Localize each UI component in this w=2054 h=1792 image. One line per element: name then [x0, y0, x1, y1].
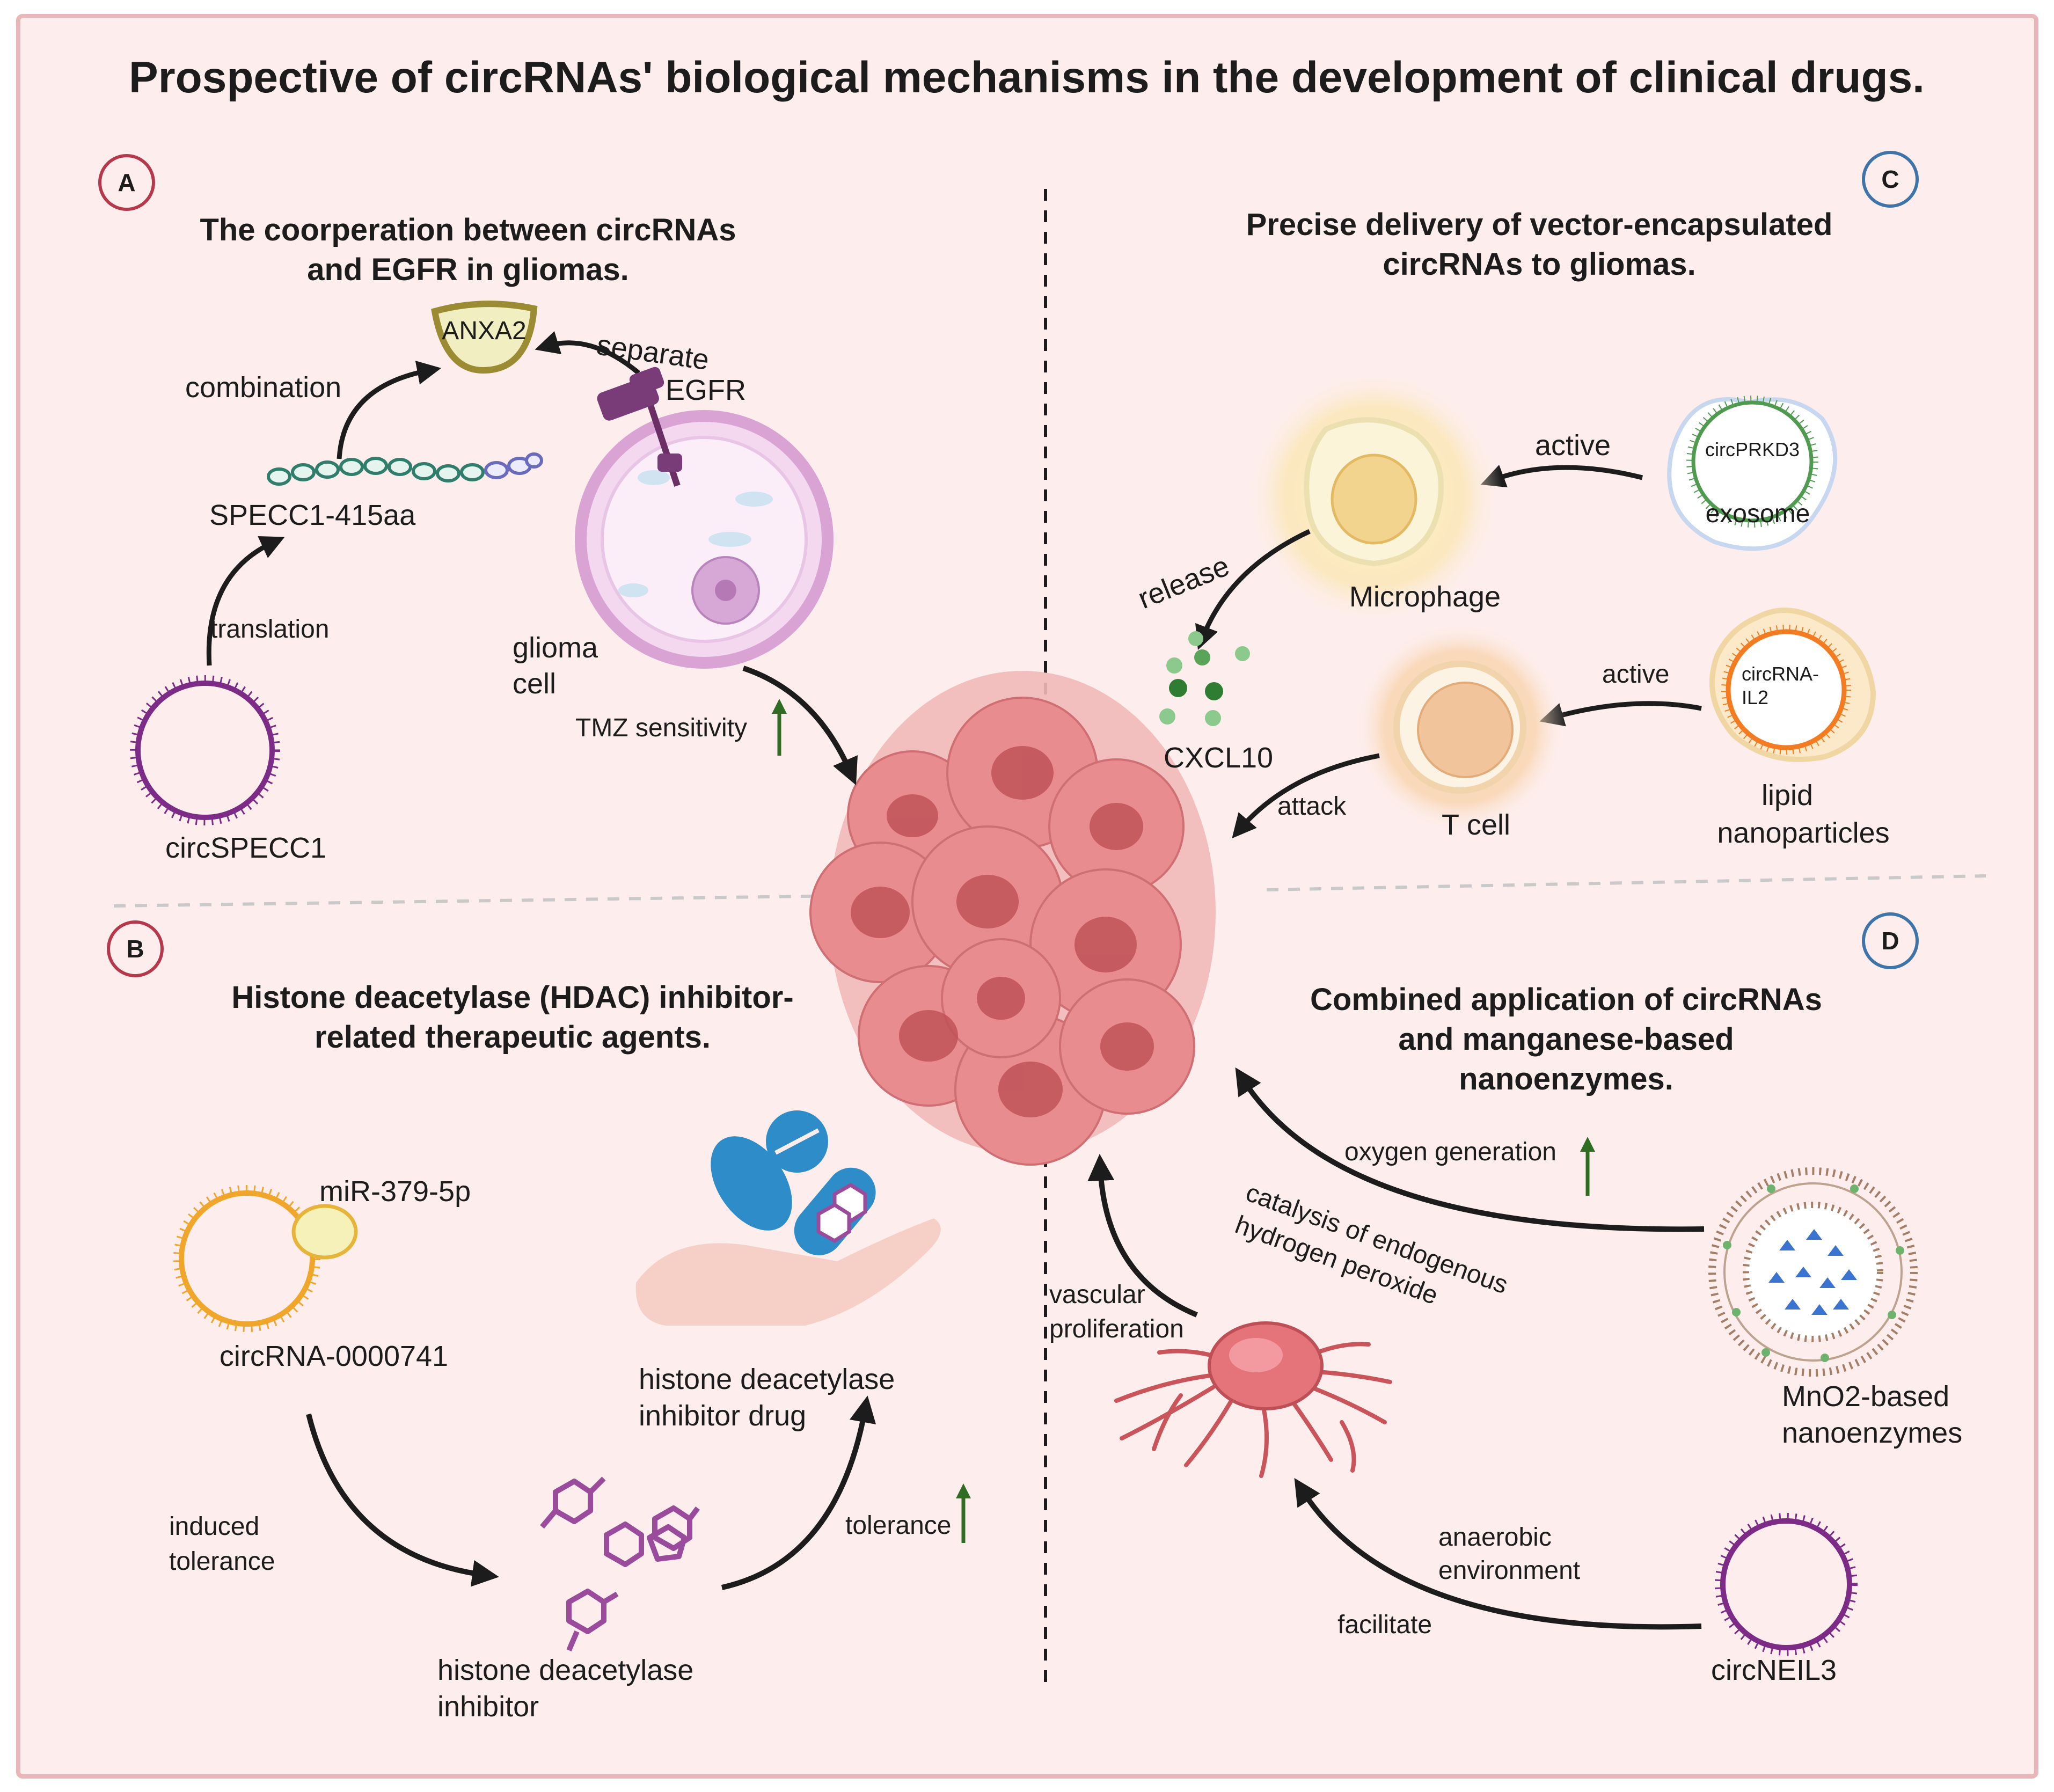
oxygen-generation-label: oxygen generation: [1344, 1138, 1556, 1166]
panel-a-title-line2: and EGFR in gliomas.: [307, 252, 628, 287]
hdac-inhibitor-molecules-icon: [540, 1476, 700, 1651]
mir-379-5p-label: miR-379-5p: [319, 1175, 471, 1208]
induced-tolerance-line2: tolerance: [169, 1547, 275, 1576]
panel-b-title-line2: related therapeutic agents.: [315, 1020, 711, 1055]
tmz-sensitivity-label: TMZ sensitivity: [575, 714, 747, 742]
figure-title: Prospective of circRNAs' biological mech…: [129, 53, 1925, 102]
mir-379-5p-blob: [291, 1204, 358, 1260]
glioma-to-tumor-arrow: [742, 665, 858, 785]
anxa2-protein: [431, 301, 538, 374]
active-label-2: active: [1602, 660, 1669, 689]
exosome-active-arrow: [1480, 465, 1643, 488]
exosome-vesicle: [1667, 397, 1838, 551]
translation-arrow: [206, 536, 285, 666]
attack-arrow: [1232, 753, 1380, 839]
circprkd3-ring: [1691, 400, 1814, 523]
combination-arrow: [337, 361, 442, 459]
cxcl10-label: CXCL10: [1164, 742, 1273, 774]
svg-text:B: B: [126, 935, 144, 963]
panel-d-title-line2: and manganese-based: [1398, 1022, 1734, 1057]
circrna-0000741-label: circRNA-0000741: [220, 1340, 448, 1372]
panel-c: C Precise delivery of vector-encapsulate…: [1134, 151, 1919, 849]
panel-c-title-line1: Precise delivery of vector-encapsulated: [1246, 207, 1833, 242]
microphage-label: Microphage: [1349, 581, 1501, 613]
hdac-drug-label-line2: inhibitor drug: [639, 1400, 806, 1432]
glioma-cell-label-line2: cell: [513, 668, 556, 700]
vascular-label-line2: proliferation: [1049, 1315, 1184, 1343]
facilitate-arrow: [1294, 1478, 1702, 1630]
t-cell-label: T cell: [1442, 809, 1510, 841]
mno2-label-line2: nanoenzymes: [1782, 1417, 1962, 1449]
svg-text:C: C: [1881, 165, 1899, 193]
circspecc1-label: circSPECC1: [165, 832, 326, 864]
hdac-inhibitor-label-line2: inhibitor: [437, 1691, 539, 1723]
vascular-proliferation-arrow: [1087, 1154, 1198, 1318]
panel-b-title-line1: Histone deacetylase (HDAC) inhibitor-: [231, 980, 793, 1015]
active-label-1: active: [1535, 429, 1611, 462]
facilitate-label: facilitate: [1337, 1611, 1432, 1639]
induced-tolerance-arrow: [306, 1413, 499, 1587]
panel-a-badge: [98, 154, 155, 211]
attack-label: attack: [1277, 792, 1347, 821]
panel-d-title-line1: Combined application of circRNAs: [1310, 982, 1822, 1017]
circrna-0000741-ring: [179, 1190, 315, 1327]
mno2-label-line1: MnO2-based: [1782, 1380, 1949, 1413]
egfr-receptor: [597, 367, 682, 487]
hand-icon: [635, 1218, 941, 1326]
panel-d-title-line3: nanoenzymes.: [1459, 1062, 1673, 1096]
exosome-label: exosome: [1706, 500, 1810, 528]
panel-b-badge: [107, 920, 164, 977]
tolerance-arrow: [721, 1395, 876, 1590]
circprkd3-label: circPRKD3: [1705, 438, 1800, 460]
circrna-il2-label-line1: circRNA-: [1742, 663, 1819, 685]
svg-text:D: D: [1881, 927, 1899, 955]
panel-b: B Histone deacetylase (HDAC) inhibitor- …: [107, 920, 971, 1723]
hdac-drug-label-line1: histone deacetylase: [639, 1363, 895, 1395]
separate-arrow: [535, 331, 640, 375]
panel-a: A The coorperation between circRNAs and …: [98, 154, 858, 864]
egfr-label: EGFR: [666, 374, 746, 406]
anaerobic-label-line2: environment: [1438, 1556, 1580, 1585]
pills-icon: [711, 1110, 876, 1256]
specc1-415aa-peptide: [267, 452, 543, 486]
tumor-cell-cluster: [809, 671, 1216, 1166]
svg-text:A: A: [118, 169, 135, 196]
circneil3-ring: [1720, 1518, 1852, 1650]
combination-label: combination: [185, 371, 341, 404]
anaerobic-label-line1: anaerobic: [1438, 1523, 1552, 1552]
translation-label: translation: [210, 615, 329, 643]
specc1-415aa-label: SPECC1-415aa: [209, 499, 416, 531]
panel-c-title-line2: circRNAs to gliomas.: [1383, 247, 1695, 282]
release-arrow: [1195, 529, 1311, 650]
cxcl10-molecules-icon: [1159, 631, 1250, 726]
circrna-il2-label-line2: IL2: [1742, 686, 1768, 708]
mno2-nanoenzyme-particle: [1708, 1167, 1918, 1377]
circneil3-label: circNEIL3: [1711, 1654, 1837, 1686]
induced-tolerance-line1: induced: [169, 1512, 259, 1541]
vascular-label-line1: vascular: [1049, 1281, 1145, 1309]
glioma-cell-label-line1: glioma: [513, 632, 598, 664]
lipid-label-line2: nanoparticles: [1717, 817, 1889, 849]
oxygen-generation-arrow: [1235, 1067, 1705, 1232]
panel-c-badge: [1862, 151, 1919, 208]
hdac-inhibitor-label-line1: histone deacetylase: [437, 1654, 693, 1686]
panel-d-badge: [1862, 912, 1919, 969]
circspecc1-ring: [135, 681, 275, 820]
lipid-active-arrow: [1539, 701, 1702, 727]
tolerance-label: tolerance: [845, 1511, 951, 1540]
panel-a-title-line1: The coorperation between circRNAs: [200, 213, 736, 247]
circrna-il2-ring: [1726, 629, 1847, 750]
anxa2-label: ANXA2: [442, 317, 526, 345]
lipid-label-line1: lipid: [1761, 779, 1813, 811]
